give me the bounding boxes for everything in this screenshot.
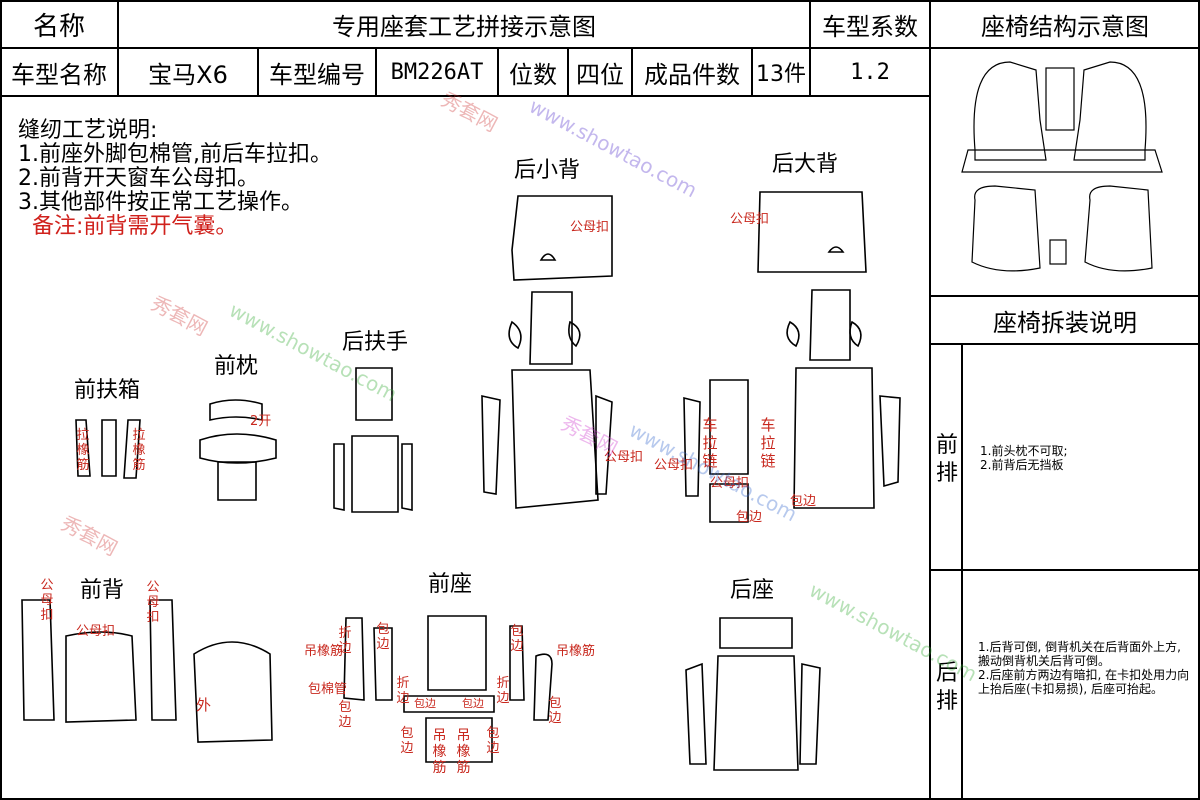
- label-front-seat: 前座: [428, 572, 473, 597]
- model-name-label: 车型名称: [11, 60, 107, 89]
- front-row-label: 前排: [936, 433, 959, 486]
- annot-hem: 包边: [400, 726, 414, 756]
- annot-open2: 2开: [250, 414, 272, 429]
- sewing-line-3: 3.其他部件按正常工艺操作。: [18, 190, 303, 215]
- annot-hem: 包边: [462, 697, 484, 710]
- label-rear-armrest: 后扶手: [342, 330, 409, 355]
- annot-snap-vert: 公母扣: [40, 578, 54, 623]
- annot-hang-elastic: 吊橡筋: [432, 728, 447, 776]
- sewing-line-2: 2.前背开天窗车公母扣。: [18, 166, 259, 191]
- coef-label: 车型系数: [822, 12, 918, 41]
- annot-hang-elastic: 吊橡筋: [304, 644, 344, 659]
- annot-cotton-tube: 包棉管: [308, 682, 348, 697]
- seat-structure-sketch: [961, 61, 1163, 272]
- sewing-line-1: 1.前座外脚包棉管,前后车拉扣。: [18, 142, 332, 167]
- annot-elastic: 拉橡筋: [132, 428, 146, 473]
- annot-hem: 包边: [790, 494, 817, 509]
- label-front-armbox: 前扶箱: [74, 378, 141, 403]
- annot-snap-vert: 公母扣: [146, 580, 160, 625]
- sewing-heading: 缝纫工艺说明:: [18, 118, 158, 143]
- annot-hem: 包边: [548, 696, 562, 726]
- model-code-label: 车型编号: [269, 60, 365, 89]
- disassembly-title: 座椅拆装说明: [993, 308, 1137, 337]
- model-code: BM226AT: [390, 59, 484, 85]
- coef-value: 1.2: [850, 59, 890, 85]
- annot-fold: 折边: [496, 676, 510, 706]
- annot-snap: 公母扣: [710, 476, 750, 491]
- annot-snap: 公母扣: [730, 212, 770, 227]
- annot-zipper: 车拉链: [702, 416, 718, 470]
- annot-snap: 公母扣: [654, 458, 694, 473]
- annot-zipper: 车拉链: [760, 416, 776, 470]
- annot-hem: 包边: [338, 700, 352, 730]
- label-rear-big-back: 后大背: [772, 152, 839, 177]
- annot-snap: 公母扣: [76, 624, 116, 639]
- annot-fold: 折边: [396, 676, 410, 706]
- annot-fold: 折边: [338, 626, 352, 656]
- annot-hem: 包边: [736, 510, 763, 525]
- pieces-value: 13件: [756, 62, 806, 87]
- annot-outer: 外: [196, 696, 212, 714]
- label-front-back: 前背: [80, 578, 125, 603]
- annot-hem: 包边: [486, 726, 500, 756]
- annot-snap: 公母扣: [604, 450, 644, 465]
- label-rear-small-back: 后小背: [514, 158, 581, 183]
- annot-snap: 公母扣: [570, 220, 610, 235]
- annot-hem: 包边: [376, 622, 390, 652]
- structure-title: 座椅结构示意图: [981, 12, 1149, 41]
- annot-hang-elastic: 吊橡筋: [556, 644, 596, 659]
- name-label: 名称: [32, 11, 85, 42]
- annot-hem: 包边: [510, 624, 524, 654]
- seats-value: 四位: [576, 60, 624, 89]
- label-rear-seat: 后座: [730, 578, 775, 603]
- annot-hang-elastic: 吊橡筋: [456, 728, 471, 776]
- annot-elastic: 拉橡筋: [76, 428, 90, 473]
- label-front-headrest: 前枕: [214, 354, 259, 379]
- seats-label: 位数: [509, 60, 557, 89]
- model-name: 宝马X6: [148, 60, 228, 89]
- rear-row-label: 后排: [936, 661, 959, 714]
- sewing-remark: 备注:前背需开气囊。: [32, 214, 238, 239]
- front-row-text: 1.前头枕不可取; 2.前背后无挡板: [980, 444, 1068, 472]
- annot-hem: 包边: [414, 697, 436, 710]
- pieces-label: 成品件数: [644, 60, 740, 89]
- page-title: 专用座套工艺拼接示意图: [332, 12, 596, 41]
- pattern-pieces: [21, 191, 901, 771]
- rear-row-text: 1.后背可倒, 倒背机关在后背面外上方, 搬动倒背机关后背可倒。 2.后座前方两…: [978, 640, 1190, 696]
